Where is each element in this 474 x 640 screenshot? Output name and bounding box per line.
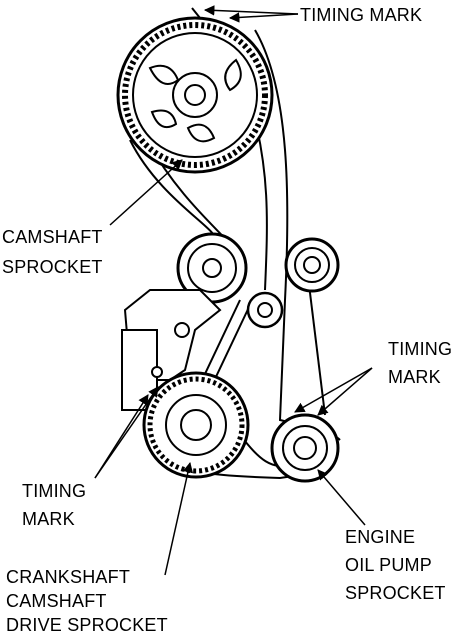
- camshaft-sprocket: [116, 7, 274, 174]
- timing-mark-right-label: TIMING MARK: [388, 339, 453, 387]
- idler-pulley: [284, 237, 340, 293]
- crankshaft-camshaft-drive-sprocket-label: CRANKSHAFT CAMSHAFT DRIVE SPROCKET: [6, 567, 168, 635]
- timing-mark-top-label: TIMING MARK: [300, 5, 423, 25]
- crankshaft-sprocket: [142, 371, 250, 479]
- engine-oil-pump-sprocket-label: ENGINE OIL PUMP SPROCKET: [345, 527, 446, 603]
- oil-pump-sprocket: [270, 413, 340, 483]
- tensioner-pulley: [176, 232, 248, 304]
- timing-mark-left-label: TIMING MARK: [22, 481, 87, 529]
- leader-lines: [94, 5, 373, 576]
- camshaft-sprocket-label: CAMSHAFT SPROCKET: [2, 227, 103, 277]
- small-idler-pulley: [246, 291, 284, 329]
